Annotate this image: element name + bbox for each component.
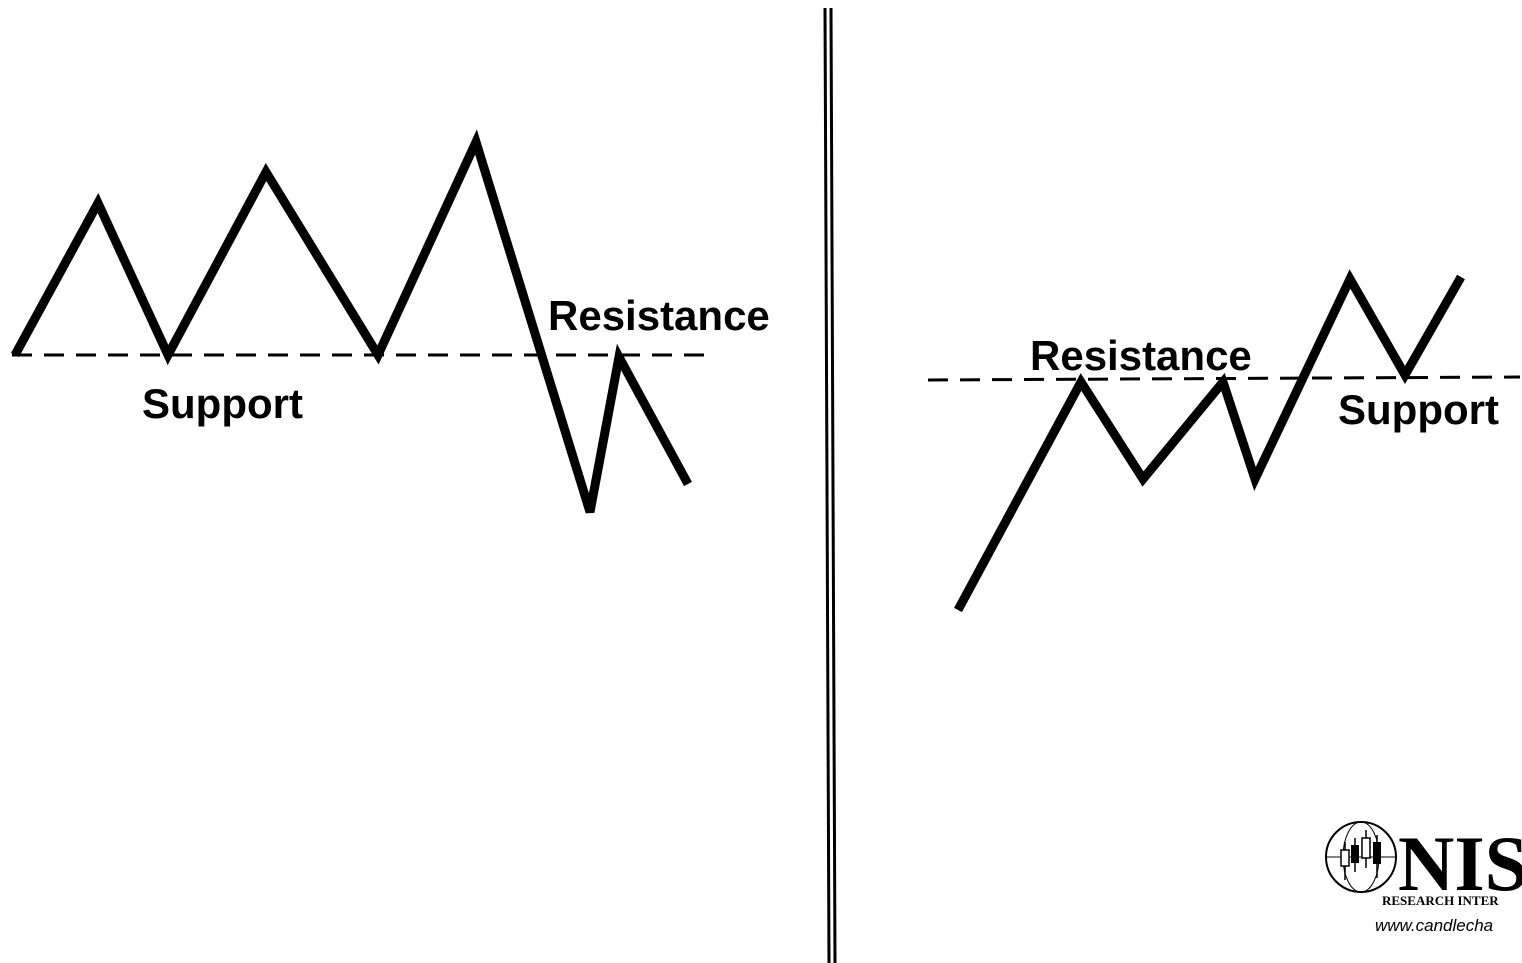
candlestick-globe-icon [1325, 821, 1397, 893]
right-resistance-label: Resistance [1030, 332, 1252, 379]
nison-logo: NIS RESEARCH INTER www.candlecha [1325, 820, 1522, 935]
right-support-label: Support [1338, 386, 1499, 433]
right-price-line [954, 269, 1465, 613]
center-divider [823, 7, 837, 963]
left-resistance-label: Resistance [548, 292, 770, 339]
right-panel: Resistance Support [927, 269, 1521, 613]
left-support-label: Support [142, 380, 303, 427]
left-panel: Support Resistance [11, 129, 770, 514]
logo-tagline: RESEARCH INTER [1382, 893, 1499, 908]
logo-brand-text: NIS [1398, 820, 1522, 907]
left-price-line [11, 129, 692, 514]
logo-url: www.candlecha [1375, 916, 1493, 935]
